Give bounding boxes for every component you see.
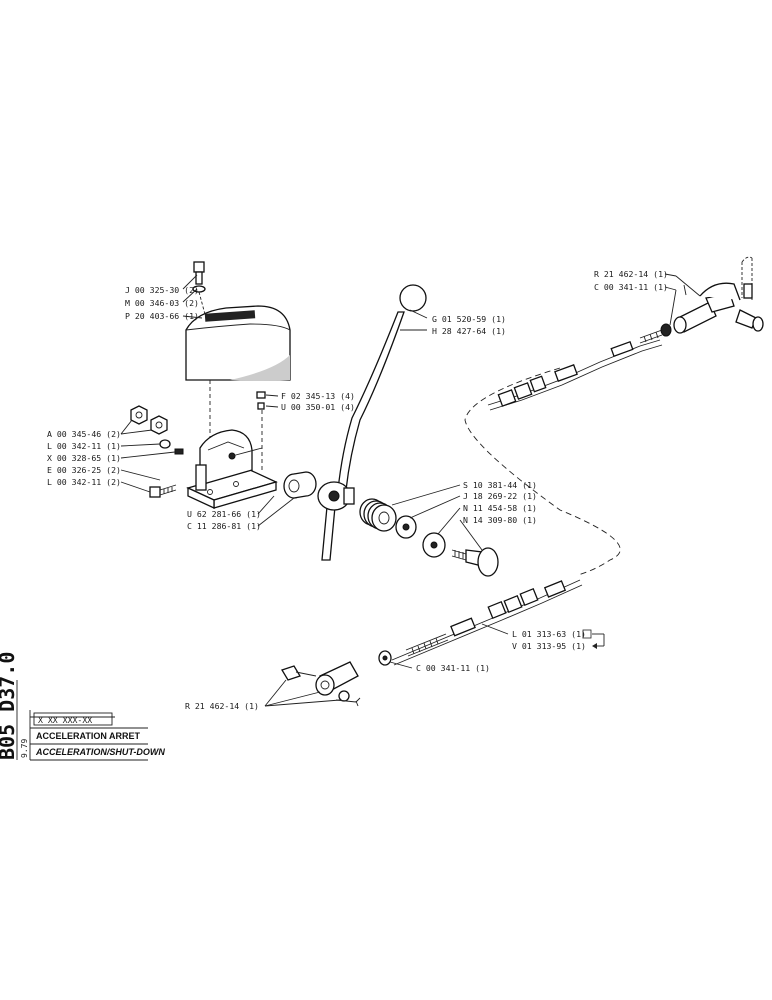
- box-marker-icon: [582, 629, 592, 639]
- bolt-icon: [149, 484, 177, 498]
- shoulder-bolt-icon: [451, 547, 499, 577]
- label-l01313: L 01 313-63 (1): [512, 629, 586, 639]
- label-r21462-bot: R 21 462-14 (1): [185, 701, 259, 711]
- label-n14309: N 14 309-80 (1): [463, 515, 537, 525]
- control-cover-icon: [185, 305, 291, 381]
- spring-icon: [359, 498, 397, 532]
- label-m00346: M 00 346-03 (2): [125, 298, 199, 308]
- washer-icon: [422, 532, 446, 558]
- arrow-marker-icon: [592, 643, 597, 649]
- label-f02345: F 02 345-13 (4): [281, 391, 355, 401]
- label-a00345: A 00 345-46 (2): [47, 429, 121, 439]
- bracket-support-icon: [186, 429, 278, 510]
- knob-icon: [399, 284, 427, 312]
- nut-icon: [130, 405, 168, 435]
- title-french: ACCELERATION ARRET: [36, 731, 140, 741]
- label-r21462-top: R 21 462-14 (1): [594, 269, 668, 279]
- label-n11454: N 11 454-58 (1): [463, 503, 537, 513]
- title-english: ACCELERATION/SHUT-DOWN: [35, 747, 165, 757]
- lever-icon: [317, 284, 427, 561]
- bushing-icon: [283, 471, 317, 499]
- label-u62281: U 62 281-66 (1): [187, 509, 261, 519]
- label-l00342-b: L 00 342-11 (2): [47, 477, 121, 487]
- cable-bottom-icon: [281, 579, 583, 707]
- washer-icon: [159, 439, 184, 455]
- label-e00326: E 00 326-25 (2): [47, 465, 121, 475]
- label-v01313: V 01 313-95 (1): [512, 641, 586, 651]
- screw-icon: [256, 391, 266, 410]
- label-c00341-bot: C 00 341-11 (1): [416, 663, 490, 673]
- label-p20403: P 20 403-66 (1): [125, 311, 199, 321]
- label-s10381: S 10 381-44 (1): [463, 480, 537, 490]
- label-g01520: G 01 520-59 (1): [432, 314, 506, 324]
- label-l00342-a: L 00 342-11 (1): [47, 441, 121, 451]
- drawing-date: 9.79: [20, 739, 29, 758]
- label-j00325: J 00 325-30 (2): [125, 285, 199, 295]
- reference-box-text: X XX XXX-XX: [38, 715, 92, 725]
- label-c11286: C 11 286-81 (1): [187, 521, 261, 531]
- label-x00328: X 00 328-65 (1): [47, 453, 121, 463]
- washer-icon: [395, 515, 417, 539]
- drawing-code: B05 D37.0: [0, 652, 19, 760]
- title-block: [16, 680, 148, 761]
- label-h28427: H 28 427-64 (1): [432, 326, 506, 336]
- label-c00341-top: C 00 341-11 (1): [594, 282, 668, 292]
- leader-lines: [120, 273, 701, 707]
- cable-top-icon: [487, 256, 764, 411]
- label-u00350: U 00 350-01 (4): [281, 402, 355, 412]
- label-j18269: J 18 269-22 (1): [463, 491, 537, 501]
- cable-routing-dashed-line: [464, 367, 621, 576]
